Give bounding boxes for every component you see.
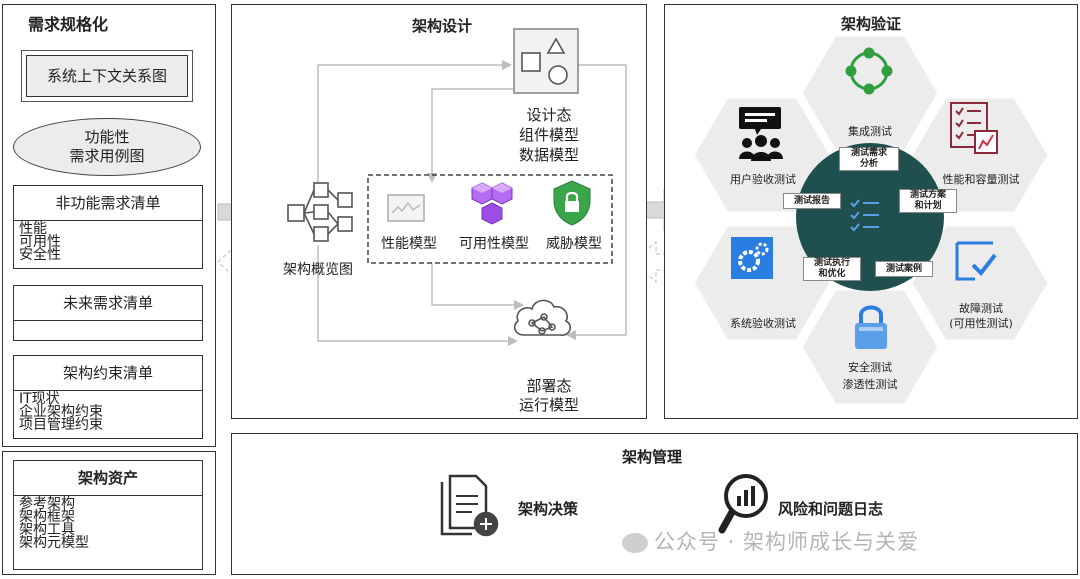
- design-state-label: 设计态 组件模型 数据模型: [494, 105, 604, 165]
- design-title: 架构设计: [411, 17, 472, 35]
- network-icon: [287, 182, 353, 242]
- requirements-panel: 需求规格化 系统上下文关系图 功能性 需求用例图 非功能需求清单 性能 可用性 …: [2, 4, 216, 447]
- fault-label: 故障测试 (可用性测试): [921, 301, 1041, 331]
- design-state-line: 数据模型: [518, 146, 579, 164]
- cloud-network-icon: [513, 299, 572, 336]
- asset-item: 架构元模型: [19, 535, 89, 551]
- design-state-line: 设计态: [526, 106, 572, 124]
- context-diagram-box: 系统上下文关系图: [21, 50, 193, 102]
- deploy-state-line: 运行模型: [518, 396, 579, 414]
- shapes-icon: [513, 28, 579, 94]
- verify-title: 架构验证: [840, 15, 901, 33]
- security-line: 渗透性测试: [842, 378, 898, 391]
- decision-label: 架构决策: [518, 500, 579, 518]
- hex-performance: [909, 95, 1051, 215]
- assets-list: 架构资产 参考架构 架构框架 架构工具 架构元模型: [13, 460, 203, 570]
- nfr-title: 非功能需求清单: [14, 186, 202, 221]
- report-label: 测试报告: [783, 193, 841, 209]
- deploy-state-label: 部署态 运行模型: [494, 377, 604, 415]
- gears-icon: [731, 237, 773, 279]
- system-acceptance-label: 系统验收测试: [730, 317, 796, 330]
- req-analysis-line: 测试需求: [850, 148, 887, 158]
- wechat-icon: [622, 533, 648, 553]
- asset-item: 参考架构: [19, 496, 75, 512]
- fault-line: 故障测试: [959, 302, 1003, 315]
- deploy-state-line: 部署态: [526, 377, 572, 395]
- nfr-item: 安全性: [19, 247, 61, 263]
- watermark-text: 公众号 · 架构师成长与关爱: [622, 526, 919, 556]
- assets-items: 参考架构 架构框架 架构工具 架构元模型: [14, 496, 202, 552]
- asset-item: 架构框架: [19, 509, 75, 525]
- use-case-line-2: 需求用例图: [69, 147, 145, 165]
- verify-panel: 架构验证: [664, 4, 1078, 419]
- magnifier-chart-icon: [718, 474, 768, 534]
- design-state-line: 组件模型: [518, 126, 579, 144]
- constraints-list: 架构约束清单 IT现状 企业架构约束 项目管理约束: [13, 355, 203, 439]
- user-acceptance-label: 用户验收测试: [730, 173, 796, 186]
- plan-line: 和计划: [914, 201, 942, 211]
- documents-icon: [440, 474, 499, 537]
- constraint-item: 项目管理约束: [19, 417, 103, 433]
- verify-hex-diagram: [691, 33, 1051, 407]
- exec-label: 测试执行 和优化: [803, 257, 861, 281]
- window-check-icon: [955, 241, 997, 281]
- center-disc: [796, 143, 944, 291]
- nfr-items: 性能 可用性 安全性: [14, 221, 202, 264]
- security-line: 安全测试: [848, 361, 892, 374]
- nfr-item: 可用性: [19, 234, 61, 250]
- lock-icon: [855, 305, 887, 349]
- exec-line: 测试执行: [813, 258, 850, 268]
- exec-line: 和优化: [818, 269, 846, 279]
- future-title: 未来需求清单: [14, 286, 202, 321]
- nfr-item: 性能: [19, 221, 47, 237]
- future-list: 未来需求清单: [13, 285, 203, 341]
- performance-label: 性能和容量测试: [942, 173, 1020, 186]
- design-panel: 架构设计: [231, 4, 647, 419]
- use-case-ellipse: 功能性 需求用例图: [13, 118, 201, 176]
- context-diagram-label: 系统上下文关系图: [26, 55, 188, 97]
- req-analysis-label: 测试需求 分析: [839, 147, 899, 171]
- cases-label: 测试案例: [875, 261, 933, 277]
- watermark-label: 公众号 · 架构师成长与关爱: [654, 530, 920, 554]
- nfr-list: 非功能需求清单 性能 可用性 安全性: [13, 185, 203, 269]
- hex-fault: [909, 223, 1051, 343]
- cubes-icon: [471, 182, 513, 225]
- requirements-title: 需求规格化: [27, 15, 108, 34]
- cycle-icon: [845, 47, 893, 95]
- threat-model-label: 威胁模型: [546, 236, 602, 252]
- management-title: 架构管理: [621, 448, 682, 466]
- constraints-title: 架构约束清单: [14, 356, 202, 391]
- management-icons: [440, 474, 768, 537]
- asset-item: 架构工具: [19, 522, 75, 538]
- plan-line: 测试方案: [909, 190, 946, 200]
- constraint-item: IT现状: [19, 391, 60, 407]
- constraints-items: IT现状 企业架构约束 项目管理约束: [14, 391, 202, 434]
- performance-chart-icon: [387, 194, 425, 222]
- availability-model-label: 可用性模型: [459, 236, 529, 252]
- management-panel: 架构管理 架构决策 风险和问题日志 公众号 · 架构师成长与关爱: [231, 433, 1078, 575]
- constraint-item: 企业架构约束: [19, 404, 103, 420]
- plan-label: 测试方案 和计划: [899, 189, 957, 213]
- security-label: 安全测试 渗透性测试: [815, 359, 925, 393]
- use-case-line-1: 功能性: [84, 128, 130, 146]
- risk-log-label: 风险和问题日志: [778, 500, 884, 518]
- performance-model-label: 性能模型: [381, 236, 437, 252]
- design-connectors: [287, 28, 627, 346]
- assets-panel: 架构资产 参考架构 架构框架 架构工具 架构元模型: [2, 451, 216, 575]
- users-chat-icon: [739, 107, 783, 161]
- fault-line: (可用性测试): [949, 317, 1013, 330]
- overview-label: 架构概览图: [283, 262, 353, 278]
- shield-lock-icon: [553, 180, 591, 226]
- integration-label: 集成测试: [848, 125, 892, 138]
- checklist-icon: [850, 199, 879, 232]
- assets-title: 架构资产: [14, 461, 202, 496]
- report-chart-icon: [950, 102, 998, 154]
- req-analysis-line: 分析: [859, 159, 878, 169]
